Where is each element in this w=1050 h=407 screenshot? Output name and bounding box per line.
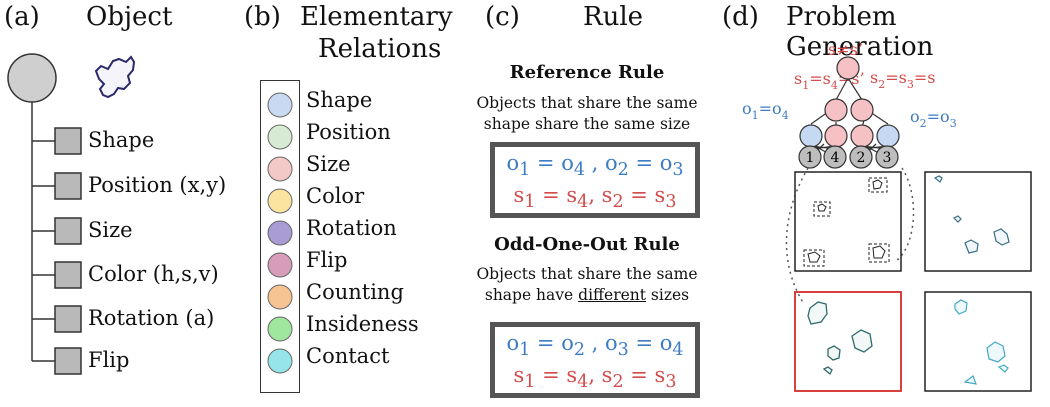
relation-circle-rotation [267,220,293,246]
odd-one-out-frame [794,291,902,392]
relation-label-color: Color [306,184,365,208]
generated-problem-frame-2 [924,171,1032,272]
top-size-inequality-label: s≠s’ [828,40,863,59]
frame-4-objects [954,299,1009,385]
relation-label-counting: Counting [306,280,404,304]
panel-a-label: (a) [4,2,40,32]
relation-circles [267,92,293,374]
reference-rule-desc-line1: Objects that share the same [476,94,698,112]
root-size-node [836,56,860,80]
odd-rule-eq-sizes: s1 = s4, s2 = s3 [513,363,677,393]
relation-label-insideness: Insideness [306,312,419,336]
panel-d-label: (d) [722,2,759,32]
object-shape-icon [94,55,136,99]
relation-circle-contact [267,348,293,374]
attribute-label-shape: Shape [88,128,155,152]
attribute-label-flip: Flip [88,348,130,372]
panel-b-title-line1: Elementary [300,2,453,32]
relation-label-position: Position [306,120,391,144]
relation-label-contact: Contact [306,344,390,368]
panel-a-title: Object [86,2,173,32]
attribute-label-color: Color (h,s,v) [88,262,219,286]
generated-problem-frame-1 [794,171,902,272]
frame-3-objects [807,301,873,376]
relation-circle-flip [267,252,293,278]
attribute-label-rotation: Rotation (a) [88,306,215,330]
frame-2-objects [933,175,1010,254]
panel-b-title-line2: Relations [318,34,442,64]
leaf-node-label-2: 2 [857,150,866,166]
panel-c-label: (c) [485,2,520,32]
object-tree-diagram [7,53,136,375]
leaf-node-2 [849,145,873,169]
relation-circle-size [267,156,293,182]
relation-label-flip: Flip [306,248,348,272]
dotted-connectors [785,167,915,305]
odd-rule-desc-line2: shape have different sizes [484,286,690,304]
size-node-b [850,124,874,148]
right-size-label: s2=s3=s [870,68,935,91]
object-node [7,53,57,103]
leaf-node-3 [875,145,899,169]
panel-c-title: Rule [583,2,644,32]
odd-rule-desc-line1: Objects that share the same [476,265,698,283]
shape-node-2 [876,124,900,148]
attribute-label-size: Size [88,218,133,242]
panel-b-label: (b) [244,2,281,32]
leaf-node-label-1: 1 [806,150,815,166]
shape-node-1 [799,124,823,148]
reference-rule-desc-line2: shape share the same size [483,115,691,133]
leaf-node-4 [823,145,847,169]
size-node-a [824,124,848,148]
attribute-branches [32,140,55,362]
leaf-node-1 [798,145,822,169]
odd-rule-eq-objects: o1 = o2 , o3 = o4 [506,331,684,361]
size-node-left [824,98,848,122]
reference-rule-title: Reference Rule [509,62,665,83]
right-object-label: o2=o3 [910,107,957,130]
reference-rule-box: o1 = o4 , o2 = o3 s1 = s4, s2 = s3 [490,142,700,218]
relation-label-size: Size [306,152,351,176]
relation-circle-shape [267,92,293,118]
relation-circle-position [267,124,293,150]
relations-list-box [260,80,300,393]
relation-circle-color [267,188,293,214]
attribute-label-position: Position (x,y) [88,173,227,197]
reference-rule-eq-sizes: s1 = s4, s2 = s3 [513,183,677,213]
left-object-label: o1=o4 [742,99,789,122]
reference-rule-eq-objects: o1 = o4 , o2 = o3 [506,151,684,181]
relation-label-shape: Shape [306,88,373,112]
frame-1-objects [803,177,890,267]
relation-circle-insideness [267,316,293,342]
relation-circle-counting [267,284,293,310]
leaf-node-label-4: 4 [831,150,840,166]
odd-rule-box: o1 = o2 , o3 = o4 s1 = s4, s2 = s3 [490,322,700,398]
panel-d-title: Problem Generation [786,2,934,62]
size-node-right [850,98,874,122]
generated-problem-frame-4 [924,291,1032,392]
leaf-node-label-3: 3 [883,150,892,166]
attribute-squares [54,127,82,375]
odd-rule-title: Odd-One-Out Rule [494,234,680,255]
relation-label-rotation: Rotation [306,216,397,240]
